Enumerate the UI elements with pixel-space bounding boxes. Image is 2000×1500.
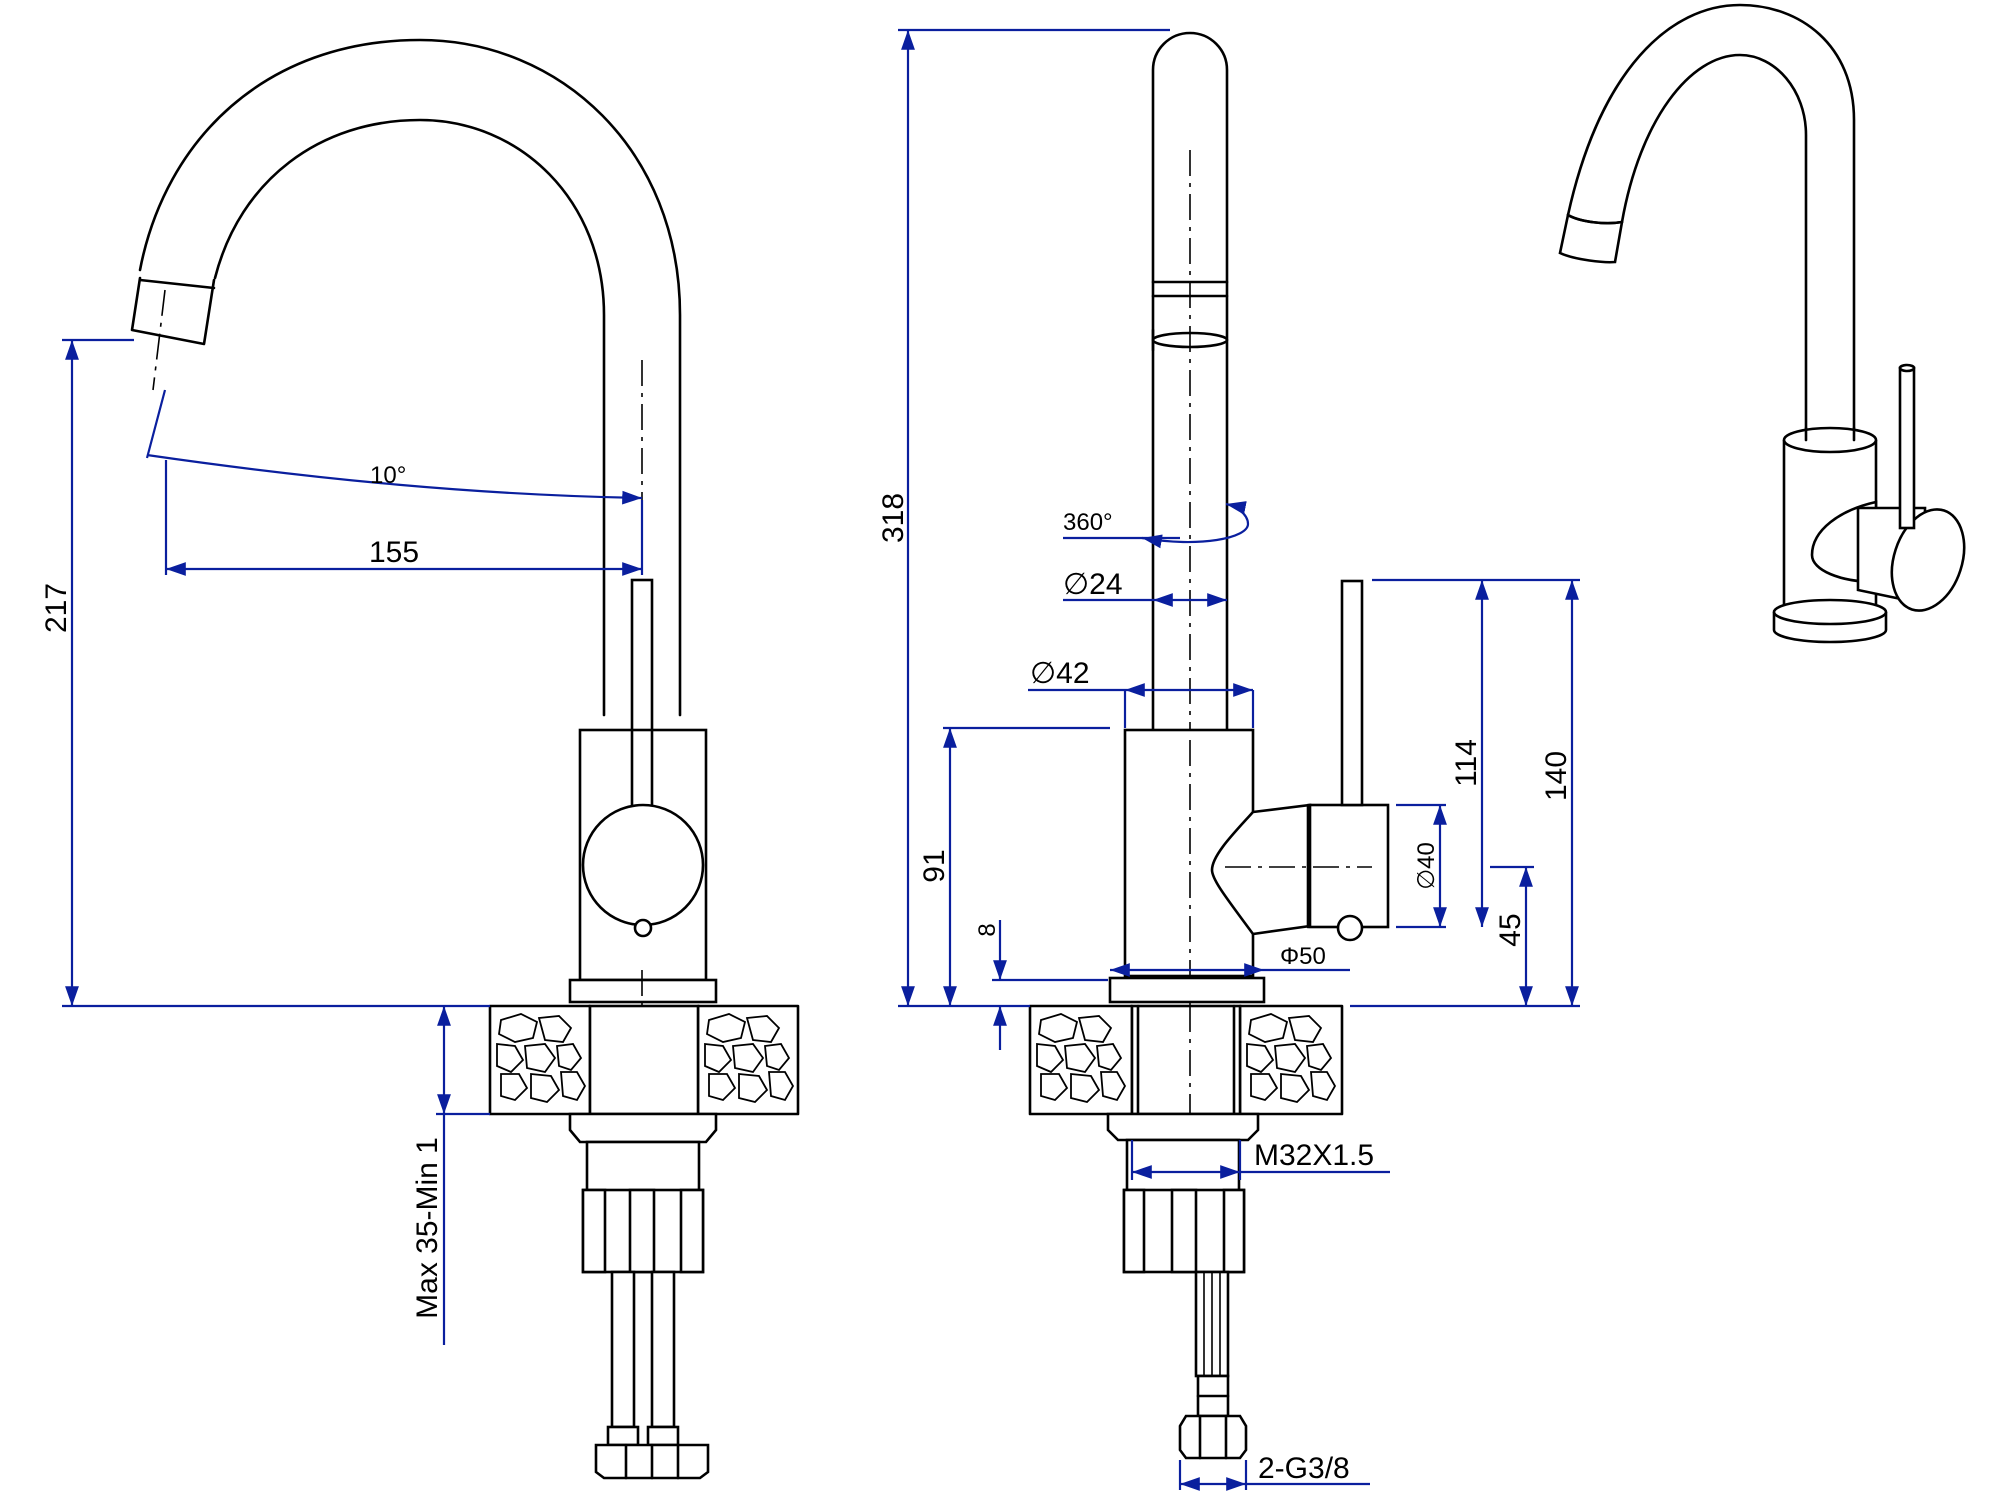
dim-front-rotation: 360°	[1063, 501, 1250, 549]
side-spout-outer	[138, 38, 682, 717]
side-height-label: 217	[40, 583, 73, 633]
front-body-height-label: 91	[918, 849, 951, 882]
front-thread-label: M32X1.5	[1254, 1139, 1374, 1172]
front-lever-stem	[1340, 579, 1364, 807]
side-reach-label: 155	[369, 536, 419, 569]
front-handle-cylinder	[1308, 803, 1390, 929]
side-hoses	[594, 1270, 710, 1480]
dim-front-base-dia: Φ50	[1110, 943, 1350, 977]
side-handle-disc	[581, 803, 705, 927]
dim-front-overall: 140	[1350, 580, 1580, 1008]
dim-side-reach: 155	[164, 460, 644, 576]
iso-lever-stem	[1898, 366, 1916, 530]
dim-side-angle: 10°	[145, 389, 643, 505]
front-rotation-label: 360°	[1063, 509, 1113, 536]
iso-handle-disc	[1890, 508, 1966, 612]
front-lever-height-label: 114	[1450, 739, 1483, 787]
dim-front-hose-thread: 2-G3/8	[1178, 1452, 1370, 1491]
front-handle-dia-label: ∅40	[1413, 842, 1440, 890]
front-base-dia-label: Φ50	[1280, 943, 1326, 970]
dim-front-lever-height: 114	[1372, 578, 1580, 927]
side-deck-label: Max 35-Min 1	[411, 1137, 444, 1319]
front-spout-dia-label: ∅24	[1063, 568, 1123, 601]
iso-spout-outer	[1566, 3, 1856, 442]
front-view: 318 360° ∅24 ∅42 91	[877, 28, 1580, 1491]
front-handle-cone	[1210, 803, 1312, 936]
dim-side-deck: Max 35-Min 1	[411, 1006, 490, 1345]
side-angle-label: 10°	[370, 462, 406, 489]
front-handle-center-label: 45	[1494, 913, 1527, 946]
dim-front-spout-dia: ∅24	[1063, 568, 1227, 607]
dim-front-total-height: 318	[877, 28, 1170, 1008]
front-hose	[1178, 1270, 1248, 1460]
front-hose-thread-label: 2-G3/8	[1258, 1452, 1350, 1485]
front-shank	[1130, 1004, 1242, 1116]
dim-front-handle-dia: ∅40	[1396, 803, 1447, 929]
dim-front-base-offset: 8	[974, 920, 1108, 1050]
front-mount-nut	[1106, 1112, 1260, 1142]
dim-front-body-height: 91	[918, 726, 1110, 1006]
side-spout-inner	[213, 118, 606, 717]
front-base-offset-label: 8	[974, 923, 1001, 936]
side-mount-nut	[568, 1112, 718, 1144]
front-overall-label: 140	[1540, 751, 1573, 801]
dim-front-handle-center: 45	[1490, 865, 1534, 1006]
dim-front-thread: M32X1.5	[1130, 1139, 1390, 1180]
side-shank	[588, 1004, 700, 1116]
iso-spout-inner	[1620, 53, 1808, 442]
isometric-view	[1558, 3, 1966, 644]
dim-front-body-dia: ∅42	[1028, 657, 1255, 728]
front-base-flange	[1108, 976, 1266, 1004]
side-view: 217 10° 155 Max 35-Min 1	[40, 38, 800, 1480]
front-body-dia-label: ∅42	[1030, 657, 1090, 690]
dim-side-height: 217	[40, 338, 490, 1008]
side-aerator	[130, 276, 216, 346]
front-total-height-label: 318	[877, 493, 910, 543]
side-base-flange	[568, 978, 718, 1004]
